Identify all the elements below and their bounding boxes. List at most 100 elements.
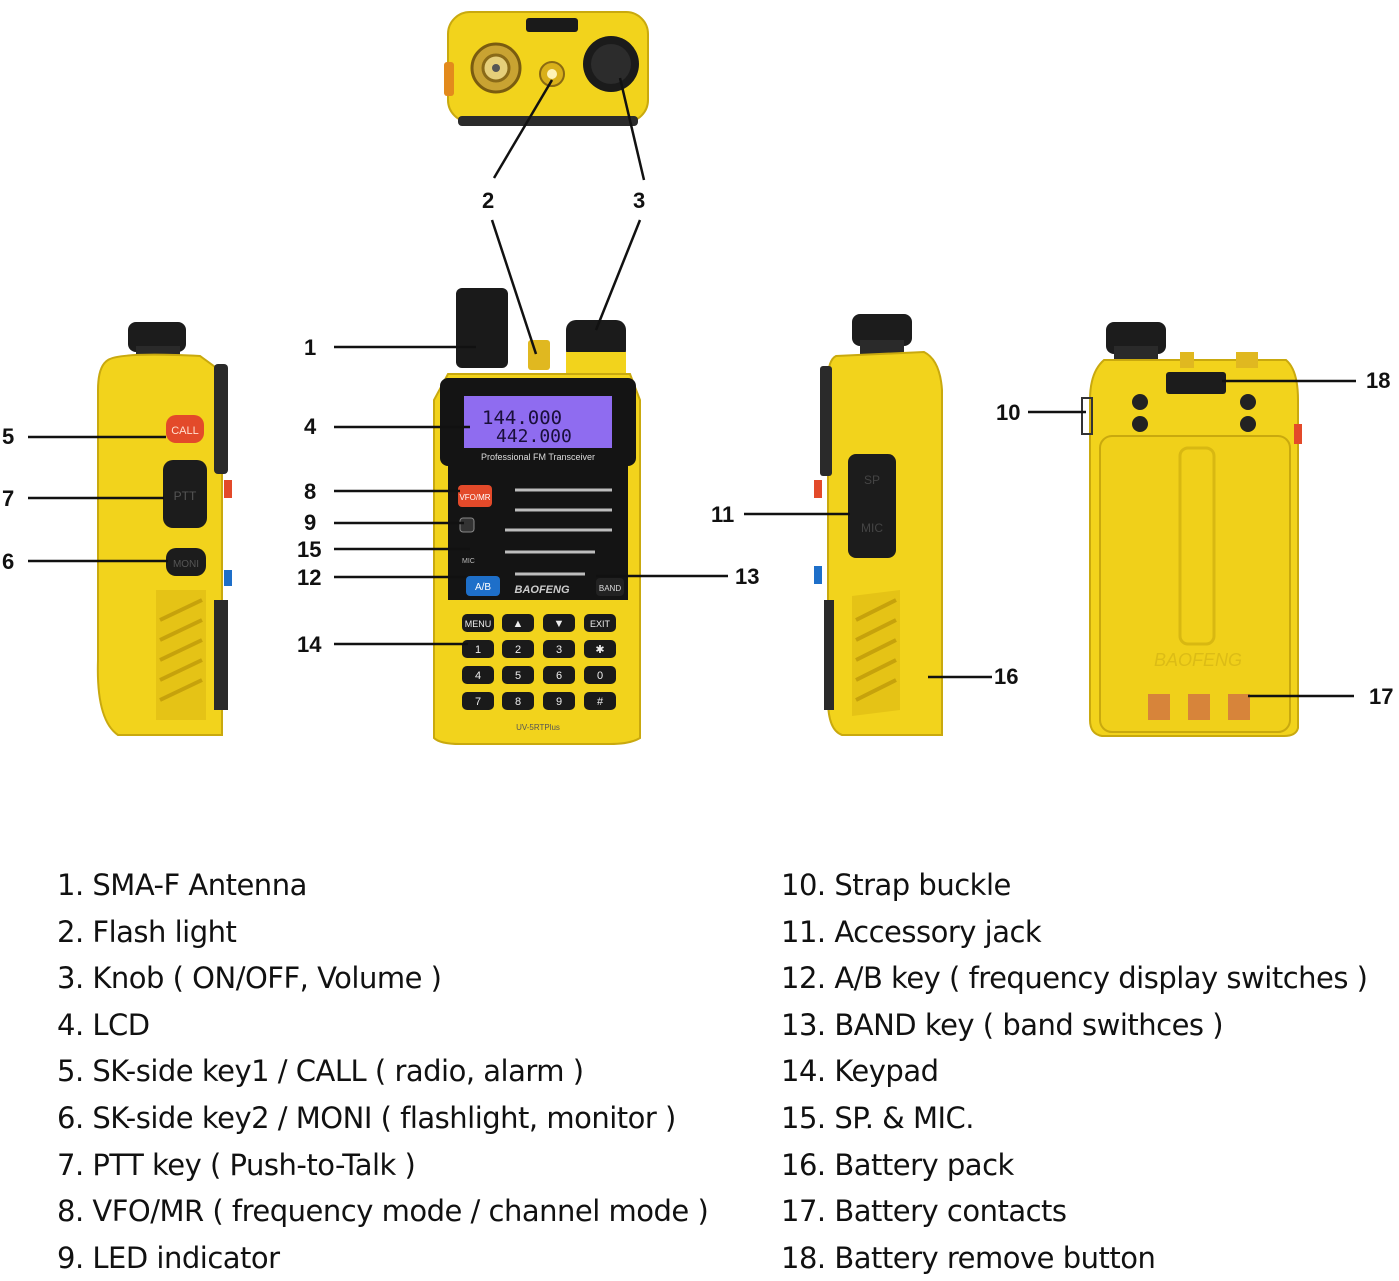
legend-item: 14. Keypad — [781, 1054, 939, 1089]
keypad-key — [543, 666, 575, 684]
ptt-key-label: PTT — [174, 489, 197, 503]
model-label: UV-5RTPlus — [516, 723, 560, 732]
callout-9: 9 — [304, 510, 317, 535]
front-view: 144.000 442.000 Professional FM Transcei… — [433, 288, 641, 745]
jack-sp-label: SP — [864, 473, 880, 487]
keypad-key-label: 9 — [556, 696, 562, 708]
legend-item: 11. Accessory jack — [781, 914, 1042, 949]
legend-item: 9. LED indicator — [57, 1240, 280, 1275]
keypad-key-label: 2 — [515, 644, 521, 656]
callout-15: 15 — [297, 537, 322, 562]
vfo-mr-label: VFO/MR — [459, 493, 490, 502]
call-key — [166, 415, 204, 443]
legend-item: 1. SMA-F Antenna — [57, 868, 307, 902]
callout-10: 10 — [996, 400, 1021, 425]
keypad-key-label: EXIT — [590, 619, 611, 629]
legend-item: 4. LCD — [57, 1007, 150, 1042]
keypad-key — [584, 614, 616, 632]
accessory-jack — [848, 454, 896, 558]
keypad-key — [462, 692, 494, 710]
lcd-line-1: 144.000 — [482, 407, 562, 429]
callout-17: 17 — [1369, 684, 1394, 709]
battery-contacts — [1148, 694, 1250, 720]
legend-item: 7. PTT key ( Push-to-Talk ) — [57, 1147, 416, 1182]
legend-item: 3. Knob ( ON/OFF, Volume ) — [57, 961, 442, 996]
moni-key-label: MONI — [173, 559, 199, 570]
callout-1: 1 — [304, 335, 317, 360]
keypad-key-label: ▼ — [554, 618, 565, 630]
band-key-label: BAND — [599, 584, 621, 593]
keypad-key — [543, 640, 575, 658]
ab-key — [466, 576, 500, 596]
keypad-key — [462, 640, 494, 658]
callout-2: 2 — [482, 188, 495, 213]
legend-left: 1. SMA-F Antenna 2. Flash light 3. Knob … — [57, 862, 709, 1281]
top-view — [444, 11, 649, 126]
battery-remove-button — [1166, 372, 1226, 394]
legend-item: 2. Flash light — [57, 914, 237, 949]
antenna — [456, 288, 508, 368]
callout-12: 12 — [297, 565, 322, 590]
lcd-line-2: 442.000 — [496, 426, 572, 447]
back-brand-label: BAOFENG — [1154, 650, 1242, 670]
brand-label: BAOFENG — [515, 584, 570, 596]
keypad-key-label: 5 — [515, 670, 521, 682]
left-side-view: CALL PTT MONI — [96, 322, 232, 736]
back-view: BAOFENG — [1081, 322, 1302, 737]
callout-8: 8 — [304, 479, 317, 504]
led-indicator — [459, 517, 475, 533]
keypad-key-label: 3 — [556, 644, 562, 656]
legend-item: 16. Battery pack — [781, 1147, 1014, 1182]
keypad-key — [543, 614, 575, 632]
keypad-key-label: 8 — [515, 696, 521, 708]
legend-item: 12. A/B key ( frequency display switches… — [781, 961, 1368, 996]
legend-item: 8. VFO/MR ( frequency mode / channel mod… — [57, 1194, 709, 1229]
jack-mic-label: MIC — [861, 521, 883, 535]
callout-4: 4 — [304, 414, 317, 439]
keypad-key-label: 4 — [475, 670, 481, 682]
keypad-key-label: 6 — [556, 670, 562, 682]
callout-5: 5 — [2, 424, 15, 449]
keypad-key — [462, 666, 494, 684]
moni-key — [166, 548, 206, 576]
callout-18: 18 — [1366, 368, 1391, 393]
ptt-key — [163, 460, 207, 528]
keypad-key — [502, 692, 534, 710]
lcd — [464, 396, 612, 448]
keypad-key-label: ▲ — [513, 618, 524, 630]
keypad-key — [462, 614, 494, 632]
callout-14: 14 — [297, 632, 322, 657]
callout-3: 3 — [633, 188, 646, 213]
keypad-key — [543, 692, 575, 710]
keypad-key-label: # — [597, 696, 604, 708]
keypad-key — [502, 614, 534, 632]
callout-7: 7 — [2, 486, 15, 511]
legend-item: 5. SK-side key1 / CALL ( radio, alarm ) — [57, 1054, 584, 1089]
ab-key-label: A/B — [475, 582, 491, 593]
band-key — [596, 578, 624, 596]
lcd-caption: Professional FM Transceiver — [481, 452, 595, 462]
legend-item: 10. Strap buckle — [781, 868, 1011, 902]
legend-item: 13. BAND key ( band swithces ) — [781, 1007, 1224, 1042]
legend-item: 17. Battery contacts — [781, 1194, 1067, 1229]
knob — [566, 320, 626, 360]
legend-right: 10. Strap buckle 11. Accessory jack 12. … — [781, 862, 1368, 1281]
keypad-key — [584, 692, 616, 710]
keypad-key — [584, 640, 616, 658]
keypad-key — [502, 640, 534, 658]
leader-lines — [28, 77, 1356, 698]
keypad-key-label: 7 — [475, 696, 481, 708]
callout-13: 13 — [735, 564, 760, 589]
keypad-key-label: MENU — [465, 619, 492, 629]
keypad-key — [502, 666, 534, 684]
callout-16: 16 — [994, 664, 1019, 689]
keypad-key-label: 0 — [597, 670, 603, 682]
call-key-label: CALL — [171, 425, 199, 437]
keypad-key-label: 1 — [475, 644, 481, 656]
callout-11: 11 — [711, 502, 735, 527]
radio-diagram: CALL PTT MONI 144.000 442.000 Profession… — [28, 11, 1356, 745]
keypad-key — [584, 666, 616, 684]
vfo-mr-key — [458, 485, 492, 507]
mic-label: MIC — [462, 558, 475, 565]
